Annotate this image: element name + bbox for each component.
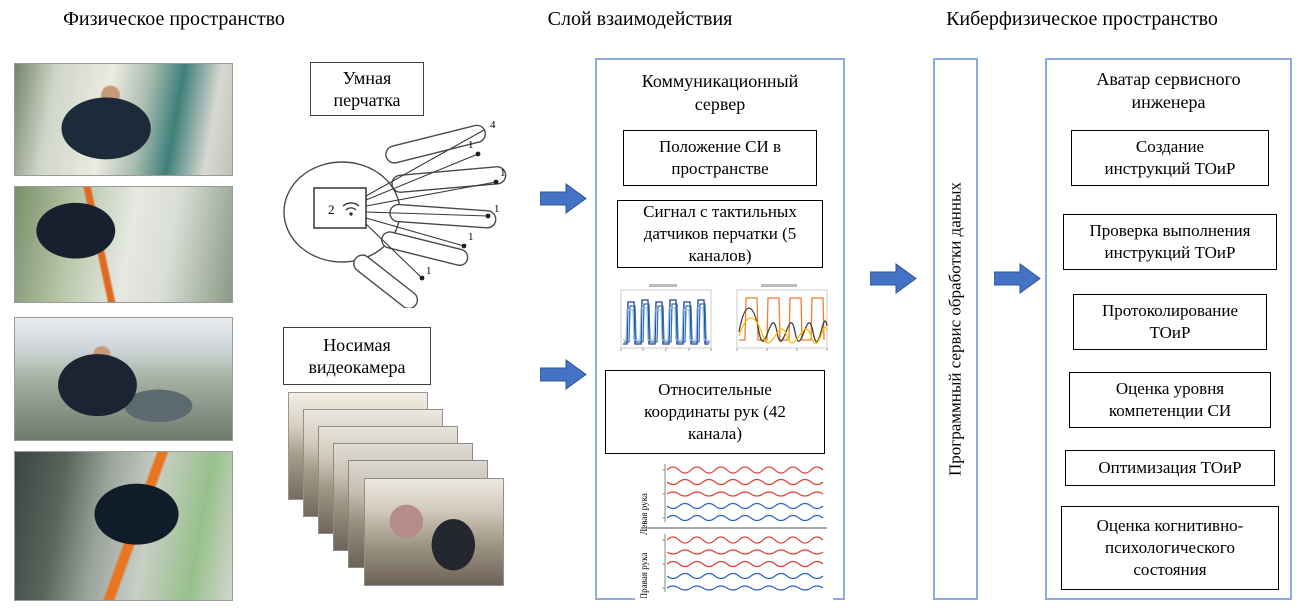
- sensor-mark-4: 1: [468, 231, 474, 243]
- glove-module-box: [313, 187, 367, 229]
- position-data-box: Положение СИ в пространстве: [623, 130, 817, 186]
- photo-engineer-server-rack: [14, 451, 233, 601]
- photo-engineer-at-panel: [14, 63, 233, 176]
- photo-hand-in-cabinet: [14, 186, 233, 303]
- sensor-mark-3: 1: [494, 203, 500, 215]
- function-box-instructions-creation: Создание инструкций ТОиР: [1071, 130, 1269, 186]
- smart-glove-label: Умная перчатка: [333, 67, 401, 111]
- glove-finger-index: [385, 124, 487, 164]
- function-box-competence-assessment: Оценка уровня компетенции СИ: [1069, 372, 1271, 428]
- function-box-logging: Протоколирование ТОиР: [1073, 294, 1267, 350]
- fingertip-sensor-dots: [419, 151, 499, 281]
- function-box-instructions-verification: Проверка выполнения инструкций ТОиР: [1063, 214, 1277, 270]
- processing-service-label: Программный сервис обработки данных: [945, 182, 965, 476]
- arrow-glove-to-server: [539, 182, 587, 220]
- glove-finger-middle: [391, 166, 507, 193]
- avatar-panel-title: Аватар сервисного инженера: [1096, 69, 1241, 112]
- right-hand-axis-label: Правая рука: [639, 553, 649, 598]
- wearable-camera-label-box: Носимая видеокамера: [283, 327, 431, 385]
- sensor-mark-5: 1: [426, 265, 432, 277]
- sensor-mark-1: 1: [468, 139, 474, 151]
- arrow-camera-to-server: [539, 358, 587, 396]
- arrow-processing-to-avatar: [993, 262, 1041, 300]
- header-interaction-layer: Слой взаимодействия: [547, 8, 733, 30]
- header-physical-space: Физическое пространство: [63, 8, 285, 30]
- video-frames-stack: [288, 392, 510, 604]
- function-box-optimization: Оптимизация ТОиР: [1065, 450, 1275, 486]
- tactile-chart-orange: [727, 282, 831, 365]
- video-frame: [364, 478, 504, 586]
- glove-thumb: [353, 254, 419, 310]
- hand-coordinates-chart: Левая рука Правая рука: [635, 458, 833, 603]
- processing-service-box: Программный сервис обработки данных: [933, 58, 978, 600]
- glove-sensor-wires: [365, 129, 497, 279]
- smart-glove-label-box: Умная перчатка: [310, 62, 424, 116]
- hand-coordinates-box: Относительные координаты рук (42 канала): [605, 370, 825, 454]
- communication-server-title: Коммуникационный сервер: [641, 71, 799, 114]
- arrow-server-to-processing: [869, 262, 917, 300]
- wire-mark-4: 4: [490, 119, 496, 131]
- communication-server-panel: Коммуникационный сервер Положение СИ в п…: [595, 58, 845, 603]
- wireless-icon: [342, 202, 360, 211]
- wireless-icon-dot: [349, 212, 353, 216]
- photo-engineer-with-machine: [14, 317, 233, 441]
- left-hand-axis-label: Левая рука: [639, 493, 649, 535]
- tactile-signal-box: Сигнал с тактильных датчиков перчатки (5…: [617, 200, 823, 268]
- smart-glove-schematic: 2 1 1 1 1 1 4: [270, 118, 534, 310]
- header-cyberphysical-space: Киберфизическое пространство: [946, 8, 1218, 30]
- wearable-camera-label: Носимая видеокамера: [308, 334, 406, 378]
- sensor-mark-2: 1: [500, 167, 506, 179]
- glove-finger-pinky: [381, 231, 469, 267]
- tactile-chart-blue: [611, 282, 715, 365]
- function-box-cognitive-assessment: Оценка когнитивно-психологического состо…: [1061, 506, 1279, 590]
- avatar-panel: Аватар сервисного инженера Создание инст…: [1045, 58, 1292, 600]
- glove-module-number: 2: [328, 202, 335, 217]
